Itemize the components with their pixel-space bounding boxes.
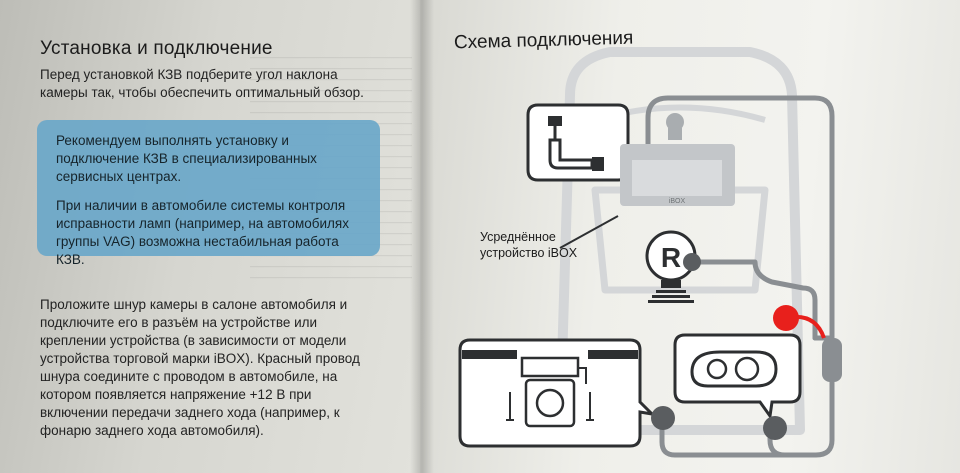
recommendation-callout — [37, 120, 380, 256]
callout-lamp-control: При наличии в автомобиле системы контрол… — [56, 198, 349, 267]
rear-camera-callout — [458, 338, 657, 448]
callout-service-center: Рекомендуем выполнять установку и подклю… — [56, 133, 317, 184]
connection-diagram: iBOX R — [458, 47, 842, 458]
page-title: Установка и подключение — [40, 38, 273, 59]
page-fold — [410, 0, 434, 473]
tail-light-connection-point — [763, 416, 787, 440]
device-brand-mark: iBOX — [669, 198, 686, 205]
ibox-device-icon: iBOX — [620, 113, 735, 206]
device-label: Усреднённое устройство iBOX — [480, 230, 578, 260]
red-wire — [773, 305, 826, 339]
wiring-instructions: Проложите шнур камеры в салоне автомобил… — [40, 297, 360, 438]
reverse-gear-icon: R — [645, 230, 697, 303]
rear-camera-connection-point — [651, 406, 675, 430]
reverse-letter: R — [661, 242, 681, 273]
tail-light-callout — [673, 333, 802, 420]
inline-connector — [822, 338, 842, 382]
reverse-connection-point — [683, 253, 701, 271]
device-label-pointer — [559, 215, 619, 249]
intro-paragraph: Перед установкой КЗВ подберите угол накл… — [40, 67, 364, 100]
